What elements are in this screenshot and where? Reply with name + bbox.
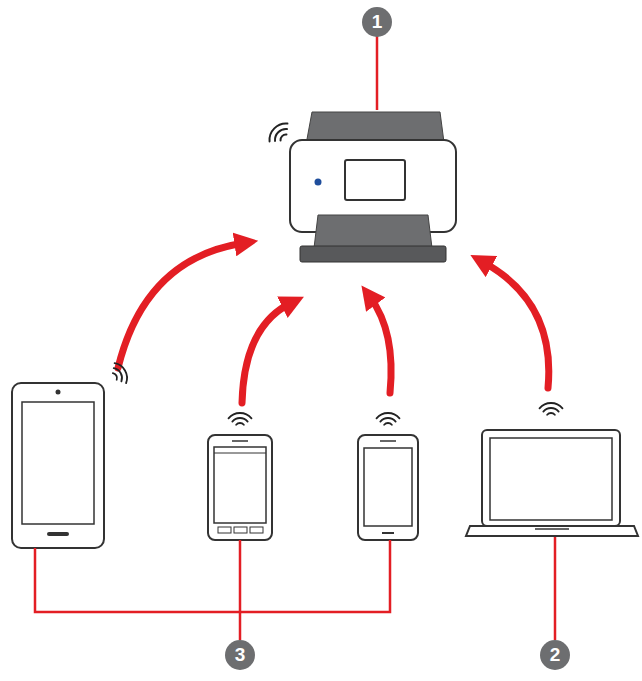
callout-number: 2 <box>540 640 570 670</box>
callout-bracket <box>35 537 555 640</box>
callout-number: 3 <box>225 640 255 670</box>
leader-line <box>376 36 379 110</box>
wifi-symbol <box>229 413 252 425</box>
callout-number: 1 <box>362 7 392 37</box>
wifi-symbol <box>109 361 131 387</box>
callout-circle <box>225 640 255 670</box>
wifi-symbol <box>265 119 292 146</box>
callout-circle <box>362 7 392 37</box>
laptop-device <box>466 430 638 536</box>
callout-circle <box>540 640 570 670</box>
scanner-device <box>290 112 456 262</box>
phone-device <box>208 435 272 540</box>
wifi-symbol <box>540 403 563 415</box>
signal-arrows <box>118 243 549 403</box>
phone-device <box>358 435 418 540</box>
tablet-device <box>12 383 104 548</box>
wifi-symbol <box>377 413 400 425</box>
